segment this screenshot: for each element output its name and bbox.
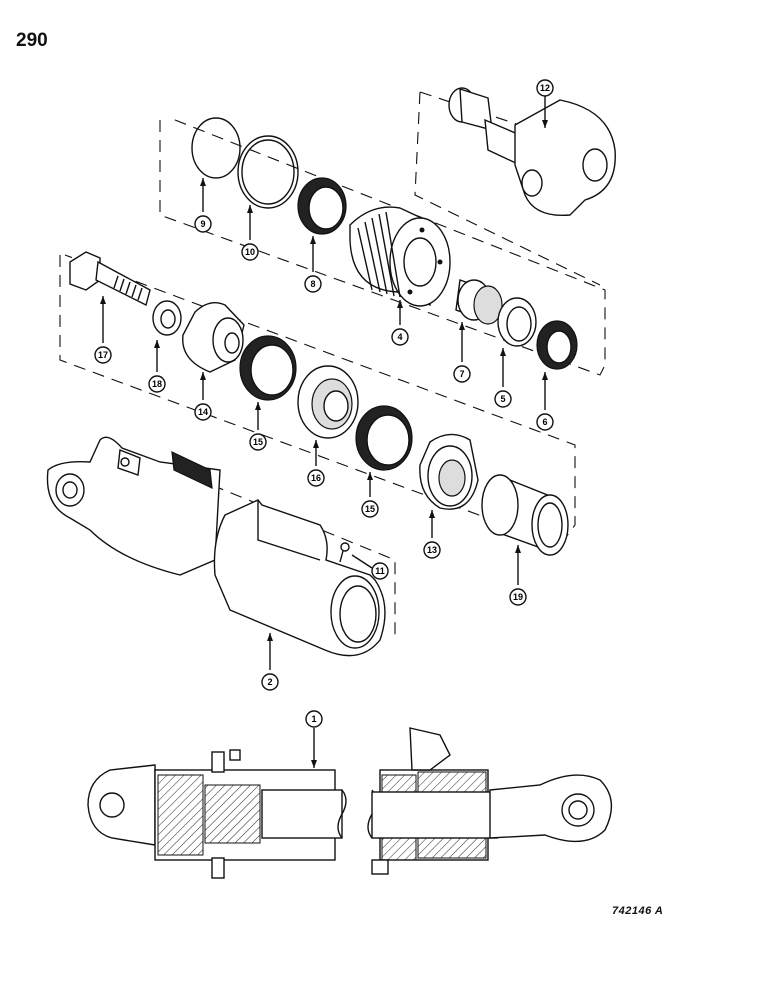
callout-17: 17 xyxy=(94,296,112,364)
callout-9: 9 xyxy=(194,178,212,233)
rod-eye-part-12 xyxy=(448,87,616,217)
callout-15-b: 15 xyxy=(361,472,379,518)
callout-label: 15 xyxy=(253,437,263,447)
spacer-part-13 xyxy=(419,433,479,510)
callout-label: 18 xyxy=(152,379,162,389)
callout-label: 9 xyxy=(200,219,205,229)
washer-part-18 xyxy=(152,300,182,336)
assembled-cylinder-section xyxy=(87,727,613,879)
callout-13: 13 xyxy=(423,510,441,559)
callout-15-a: 15 xyxy=(249,402,267,451)
callout-4: 4 xyxy=(391,300,409,346)
callout-label: 5 xyxy=(500,394,505,404)
group-outline-tube xyxy=(174,469,396,640)
bushing-part-7 xyxy=(455,279,503,325)
callout-label: 2 xyxy=(267,677,272,687)
piston-part-16 xyxy=(297,365,359,439)
piston-seal-part-15-a xyxy=(239,335,297,401)
barrel-clevis-end xyxy=(46,436,221,576)
callout-label: 6 xyxy=(542,417,547,427)
callout-label: 7 xyxy=(459,369,464,379)
callout-label: 10 xyxy=(245,247,255,257)
callout-5: 5 xyxy=(494,348,512,408)
callout-10: 10 xyxy=(241,205,259,261)
callout-label: 17 xyxy=(98,350,108,360)
o-ring-part-9 xyxy=(191,117,241,179)
callout-label: 16 xyxy=(311,473,321,483)
callout-2: 2 xyxy=(261,633,279,691)
callout-14: 14 xyxy=(194,372,212,421)
callout-8: 8 xyxy=(304,236,322,293)
callout-label: 4 xyxy=(397,332,402,342)
group-outline-head xyxy=(159,117,606,376)
stop-tube-part-19 xyxy=(481,474,569,556)
callout-label: 13 xyxy=(427,545,437,555)
callout-label: 8 xyxy=(310,279,315,289)
barrel-tube-part-2 xyxy=(213,499,386,657)
callout-label: 11 xyxy=(375,566,385,576)
piston-nut-part-14 xyxy=(182,302,245,373)
seal-part-6 xyxy=(536,320,578,370)
cylinder-head-part-4 xyxy=(349,206,451,307)
callout-11: 11 xyxy=(371,562,389,580)
callout-7: 7 xyxy=(453,322,471,383)
callout-label: 12 xyxy=(540,83,550,93)
callout-1: 1 xyxy=(305,710,323,768)
wiper-seal-part-8 xyxy=(297,177,347,235)
callout-6: 6 xyxy=(536,372,554,431)
callout-label: 14 xyxy=(198,407,208,417)
backup-ring-part-10 xyxy=(237,135,299,209)
page-number: 290 xyxy=(16,30,48,51)
callout-19: 19 xyxy=(509,545,527,606)
figure-code: 742146 A xyxy=(612,905,664,917)
callout-label: 19 xyxy=(513,592,523,602)
ring-part-5 xyxy=(497,297,537,347)
callout-18: 18 xyxy=(148,340,166,393)
callout-label: 15 xyxy=(365,504,375,514)
callout-12: 12 xyxy=(536,79,554,128)
bolt-part-17 xyxy=(69,251,151,307)
callout-16: 16 xyxy=(307,440,325,487)
piston-seal-part-15-b xyxy=(355,405,413,471)
screw-part-11 xyxy=(339,542,373,569)
callout-label: 1 xyxy=(311,714,316,724)
